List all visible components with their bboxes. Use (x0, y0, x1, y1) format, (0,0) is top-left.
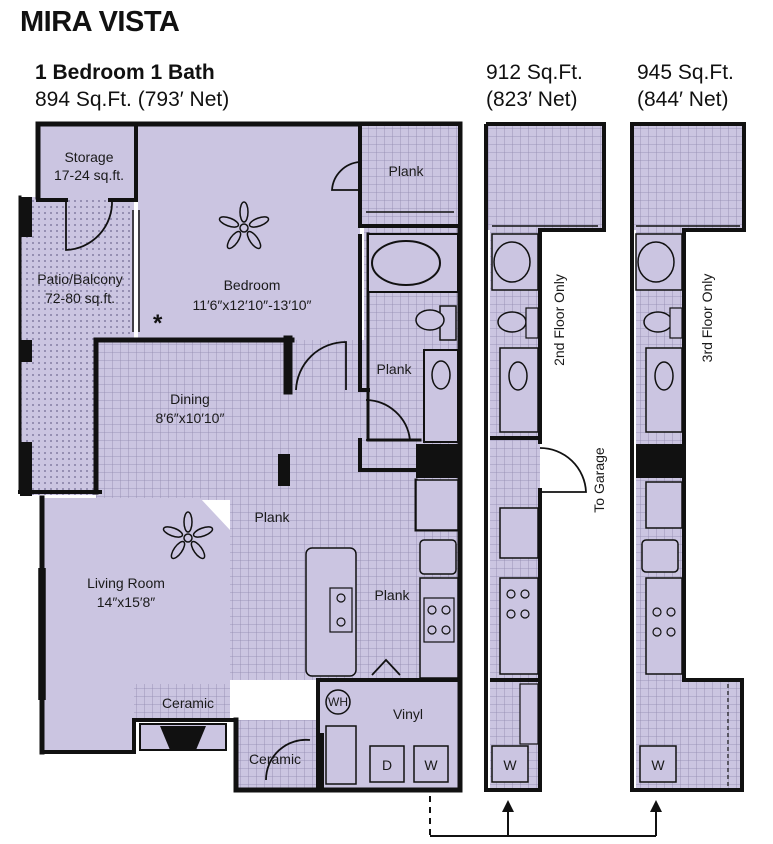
washer-icon (413, 745, 449, 783)
bedroom-size: 11′6″x12′10″-13′10″ (192, 297, 311, 313)
dryer-icon (369, 745, 405, 783)
dining-size: 8′6″x10′10″ (156, 410, 225, 426)
ceiling-fan-icon (218, 201, 270, 250)
asterisk-icon: * (153, 310, 163, 337)
plan-title: MIRA VISTA (20, 6, 180, 38)
main-unit: * (18, 121, 463, 793)
closet-door (365, 399, 412, 441)
variant-3rd-sqft: 945 Sq.Ft. (637, 61, 734, 84)
storage-door (65, 199, 113, 251)
toilet-icon (415, 309, 445, 331)
stove-icon (652, 607, 676, 637)
plank-label-closet: Plank (388, 163, 424, 179)
bathroom-fixtures (367, 233, 459, 443)
ceramic-label-foyer: Ceramic (249, 751, 301, 767)
bathtub-icon (637, 241, 675, 283)
sink-icon (654, 361, 674, 391)
plank-label-bath: Plank (376, 361, 412, 377)
sink-icon (508, 361, 528, 391)
patio-label: Patio/Balcony (37, 271, 123, 287)
unit-sqft: 894 Sq.Ft. (793′ Net) (35, 88, 230, 111)
washer-label: W (424, 757, 438, 773)
room-labels: Storage 17-24 sq.ft. Patio/Balcony 72-80… (37, 149, 715, 773)
ceramic-label-fireplace: Ceramic (162, 695, 214, 711)
patio-size: 72-80 sq.ft. (45, 290, 115, 306)
variant-3rd-floor (630, 122, 746, 792)
storage-size: 17-24 sq.ft. (54, 167, 124, 183)
storage-room (38, 124, 136, 200)
bathtub-icon (371, 240, 441, 286)
arrow-up-icon (650, 800, 662, 812)
bedroom-room (138, 124, 360, 342)
ceiling-fan-icon (162, 511, 214, 560)
washer-icon (491, 745, 529, 783)
unit-name: 1 Bedroom 1 Bath (35, 61, 215, 84)
dining-label: Dining (170, 391, 210, 407)
bedroom-door (295, 341, 347, 391)
kitchen (305, 479, 459, 679)
living-label: Living Room (87, 575, 165, 591)
to-garage-label: To Garage (591, 447, 607, 513)
sink-icon (431, 360, 451, 390)
vinyl-label: Vinyl (393, 706, 423, 722)
toilet-icon (643, 311, 673, 333)
garage-door (539, 447, 587, 493)
ceramic-entry (134, 684, 230, 720)
pantry-door (371, 658, 401, 676)
variant-3rd-net: (844′ Net) (637, 88, 729, 111)
storage-label: Storage (64, 149, 113, 165)
toilet-icon (497, 311, 527, 333)
variant-connector (429, 796, 657, 837)
living-room (42, 498, 230, 752)
bedroom-label: Bedroom (224, 277, 281, 293)
entry-door (265, 738, 311, 781)
water-heater-label: WH (328, 695, 348, 709)
plank-label-main: Plank (254, 509, 290, 525)
plank-label-kitchen: Plank (374, 587, 410, 603)
stove-icon (506, 589, 530, 619)
variant-2nd-sqft: 912 Sq.Ft. (486, 61, 583, 84)
bathtub-icon (493, 241, 531, 283)
dryer-label: D (382, 757, 392, 773)
washer-label-2nd: W (503, 757, 517, 773)
stove-icon (423, 597, 455, 643)
variant-2nd-net: (823′ Net) (486, 88, 578, 111)
washer-label-3rd: W (651, 757, 665, 773)
variant-2nd-floor (484, 122, 606, 792)
washer-icon (639, 745, 677, 783)
ceramic-foyer (236, 720, 316, 790)
sink-icon (336, 593, 346, 603)
third-floor-note: 3rd Floor Only (699, 274, 715, 363)
bath-door (331, 161, 361, 191)
living-size: 14″x15′8″ (97, 594, 156, 610)
arrow-up-icon (502, 800, 514, 812)
dishwasher-icon (419, 539, 457, 575)
water-heater-icon (325, 689, 351, 715)
dining-floor (96, 340, 292, 500)
second-floor-note: 2nd Floor Only (551, 274, 567, 366)
